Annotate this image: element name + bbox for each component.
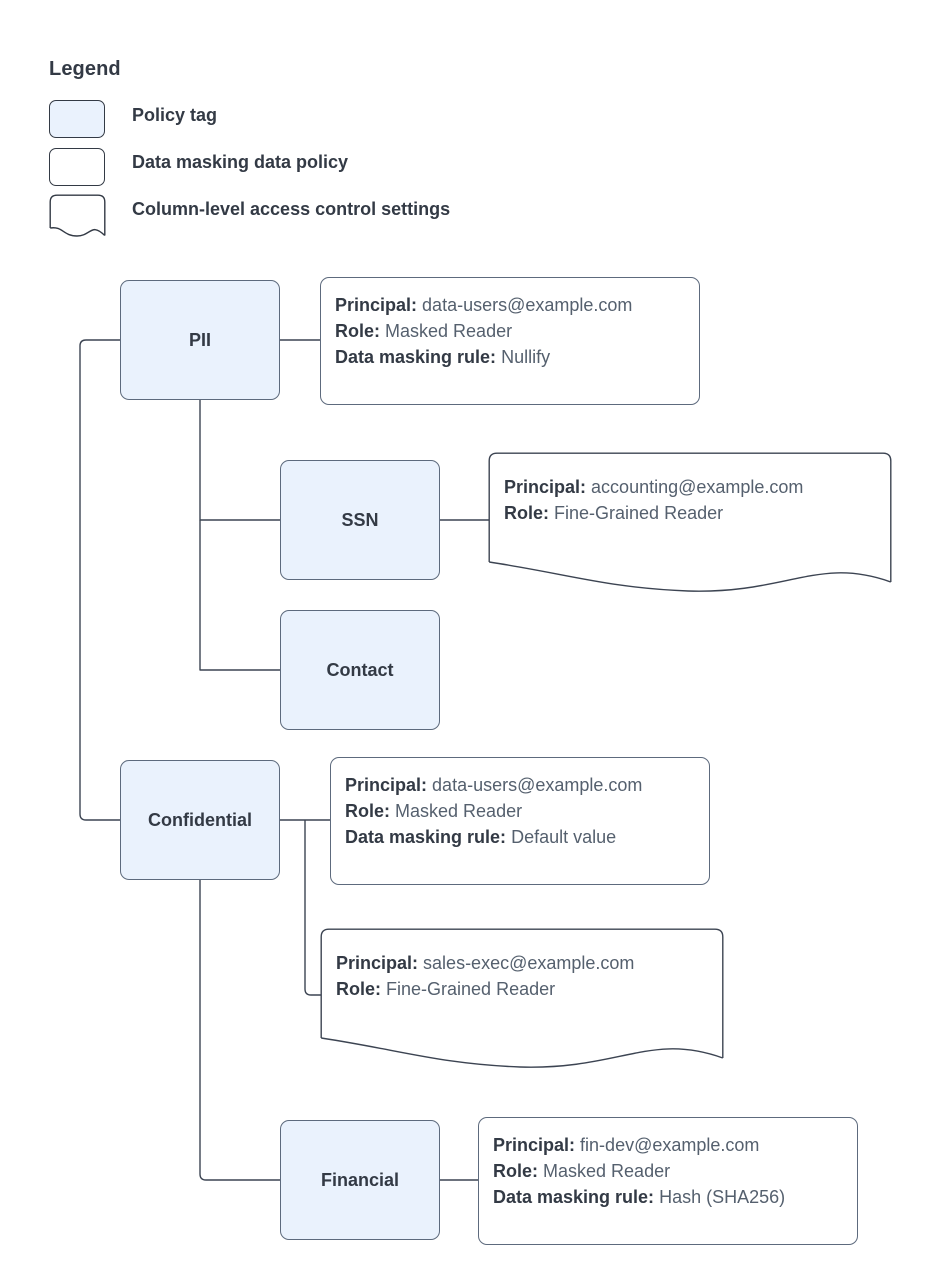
principal-value: data-users@example.com — [432, 775, 643, 795]
principal-label: Principal: — [345, 775, 428, 795]
policy-tag-node-ssn[interactable]: SSN — [280, 460, 440, 580]
policy-role-line: Role: Masked Reader — [345, 798, 699, 824]
policy-role-line: Role: Fine-Grained Reader — [336, 976, 714, 1002]
masking-rule-label: Data masking rule: — [345, 827, 507, 847]
policy-principal-line: Principal: data-users@example.com — [335, 292, 689, 318]
legend-swatch-column-access-control — [49, 194, 109, 238]
policy-tag-label: Contact — [326, 659, 394, 680]
principal-label: Principal: — [335, 295, 418, 315]
legend-swatch-data-masking-policy — [49, 148, 105, 186]
policy-tag-node-financial[interactable]: Financial — [280, 1120, 440, 1240]
legend-label-data-masking-policy: Data masking data policy — [132, 152, 349, 172]
wire-root-spine — [79, 339, 120, 821]
policy-details: Principal: data-users@example.com Role: … — [345, 772, 699, 850]
policy-tag-label: PII — [188, 329, 211, 350]
policy-tag-label: Financial — [320, 1169, 400, 1190]
wire-pii-to-contact — [199, 520, 280, 671]
policy-details: Principal: data-users@example.com Role: … — [335, 292, 689, 370]
principal-value: data-users@example.com — [422, 295, 633, 315]
torn-bottom-shape-icon — [320, 928, 724, 1068]
role-label: Role: — [504, 503, 549, 523]
data-masking-policy-box-financial[interactable]: Principal: fin-dev@example.com Role: Mas… — [478, 1117, 858, 1245]
policy-details: Principal: fin-dev@example.com Role: Mas… — [493, 1132, 847, 1210]
data-masking-policy-box-pii[interactable]: Principal: data-users@example.com Role: … — [320, 277, 700, 405]
data-masking-policy-box-confidential[interactable]: Principal: data-users@example.com Role: … — [330, 757, 710, 885]
policy-masking-rule-line: Data masking rule: Default value — [345, 824, 699, 850]
legend-title: Legend — [49, 58, 121, 80]
policy-principal-line: Principal: data-users@example.com — [345, 772, 699, 798]
role-label: Role: — [493, 1161, 538, 1181]
role-value: Fine-Grained Reader — [386, 979, 556, 999]
principal-value: fin-dev@example.com — [580, 1135, 760, 1155]
principal-value: accounting@example.com — [591, 477, 804, 497]
role-label: Role: — [335, 321, 380, 341]
principal-label: Principal: — [493, 1135, 576, 1155]
policy-principal-line: Principal: sales-exec@example.com — [336, 950, 714, 976]
policy-tag-node-confidential[interactable]: Confidential — [120, 760, 280, 880]
policy-tag-label: SSN — [341, 509, 379, 530]
torn-bottom-shape-icon — [488, 452, 892, 592]
masking-rule-label: Data masking rule: — [493, 1187, 655, 1207]
wire-confidential-to-financial — [199, 880, 280, 1181]
policy-masking-rule-line: Data masking rule: Hash (SHA256) — [493, 1184, 847, 1210]
policy-details: Principal: accounting@example.com Role: … — [504, 474, 882, 526]
role-label: Role: — [345, 801, 390, 821]
policy-masking-rule-line: Data masking rule: Nullify — [335, 344, 689, 370]
masking-rule-value: Hash (SHA256) — [659, 1187, 786, 1207]
principal-label: Principal: — [336, 953, 419, 973]
principal-label: Principal: — [504, 477, 587, 497]
policy-role-line: Role: Masked Reader — [335, 318, 689, 344]
role-value: Masked Reader — [385, 321, 513, 341]
column-access-control-box-confidential[interactable]: Principal: sales-exec@example.com Role: … — [320, 928, 724, 1068]
policy-tag-node-pii[interactable]: PII — [120, 280, 280, 400]
policy-role-line: Role: Masked Reader — [493, 1158, 847, 1184]
policy-tag-node-contact[interactable]: Contact — [280, 610, 440, 730]
masking-rule-value: Nullify — [501, 347, 551, 367]
role-value: Masked Reader — [395, 801, 523, 821]
legend-swatch-policy-tag — [49, 100, 105, 138]
wire-pii-to-ssn — [199, 400, 280, 521]
masking-rule-value: Default value — [511, 827, 617, 847]
policy-principal-line: Principal: accounting@example.com — [504, 474, 882, 500]
column-access-control-box-ssn[interactable]: Principal: accounting@example.com Role: … — [488, 452, 892, 592]
masking-rule-label: Data masking rule: — [335, 347, 497, 367]
role-value: Masked Reader — [543, 1161, 671, 1181]
policy-tag-label: Confidential — [148, 809, 252, 830]
policy-details: Principal: sales-exec@example.com Role: … — [336, 950, 714, 1002]
torn-bottom-shape-icon — [49, 194, 106, 237]
policy-role-line: Role: Fine-Grained Reader — [504, 500, 882, 526]
policy-principal-line: Principal: fin-dev@example.com — [493, 1132, 847, 1158]
legend-label-policy-tag: Policy tag — [132, 105, 218, 125]
principal-value: sales-exec@example.com — [423, 953, 635, 973]
role-label: Role: — [336, 979, 381, 999]
role-value: Fine-Grained Reader — [554, 503, 724, 523]
legend-label-column-access-control: Column-level access control settings — [132, 199, 451, 219]
